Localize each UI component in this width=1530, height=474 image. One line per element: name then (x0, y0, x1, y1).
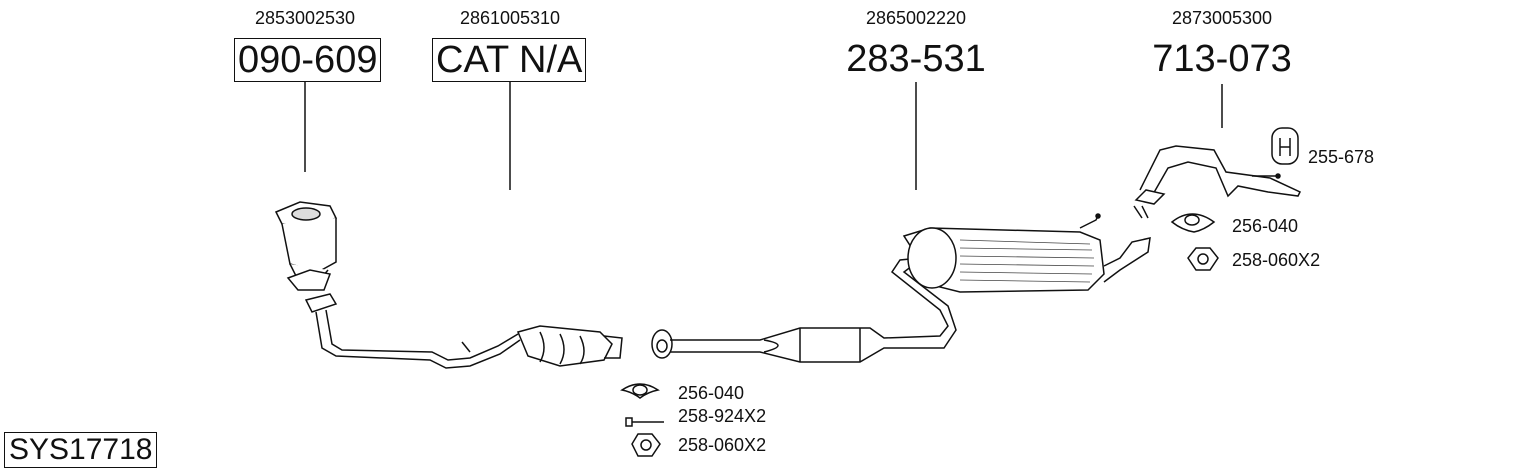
oem-number: 2861005310 (459, 8, 561, 28)
bolt-icon (625, 417, 664, 427)
tail-pipe (1133, 145, 1302, 219)
accessory-label: 255-678 (1308, 147, 1375, 167)
nut-icon (631, 433, 661, 457)
gasket-icon (1170, 213, 1216, 233)
accessory-label: 256-040 (678, 383, 745, 403)
oem-number: 2873005300 (1171, 8, 1273, 28)
part-number[interactable]: 283-531 (846, 38, 986, 80)
oem-number: 2853002530 (254, 8, 356, 28)
hanger-icon (1271, 127, 1299, 165)
front-pipe-catalyst (304, 293, 623, 369)
part-number-box[interactable]: 090-609 (234, 38, 382, 82)
accessory-label: 258-060X2 (1232, 250, 1321, 270)
accessory-label: 256-040 (1232, 216, 1299, 236)
part-number-box[interactable]: CAT N/A (432, 38, 587, 82)
accessory-label: 258-060X2 (678, 435, 767, 455)
oem-number: 2865002220 (865, 8, 967, 28)
manifold-catalyst (274, 201, 338, 291)
center-pipe-resonator (651, 257, 957, 363)
accessory-label: 258-924X2 (678, 406, 767, 426)
gasket-icon (620, 383, 660, 399)
rear-silencer (902, 213, 1151, 293)
system-id: SYS17718 (4, 432, 158, 468)
nut-icon (1187, 247, 1219, 271)
part-number[interactable]: 713-073 (1152, 38, 1292, 80)
